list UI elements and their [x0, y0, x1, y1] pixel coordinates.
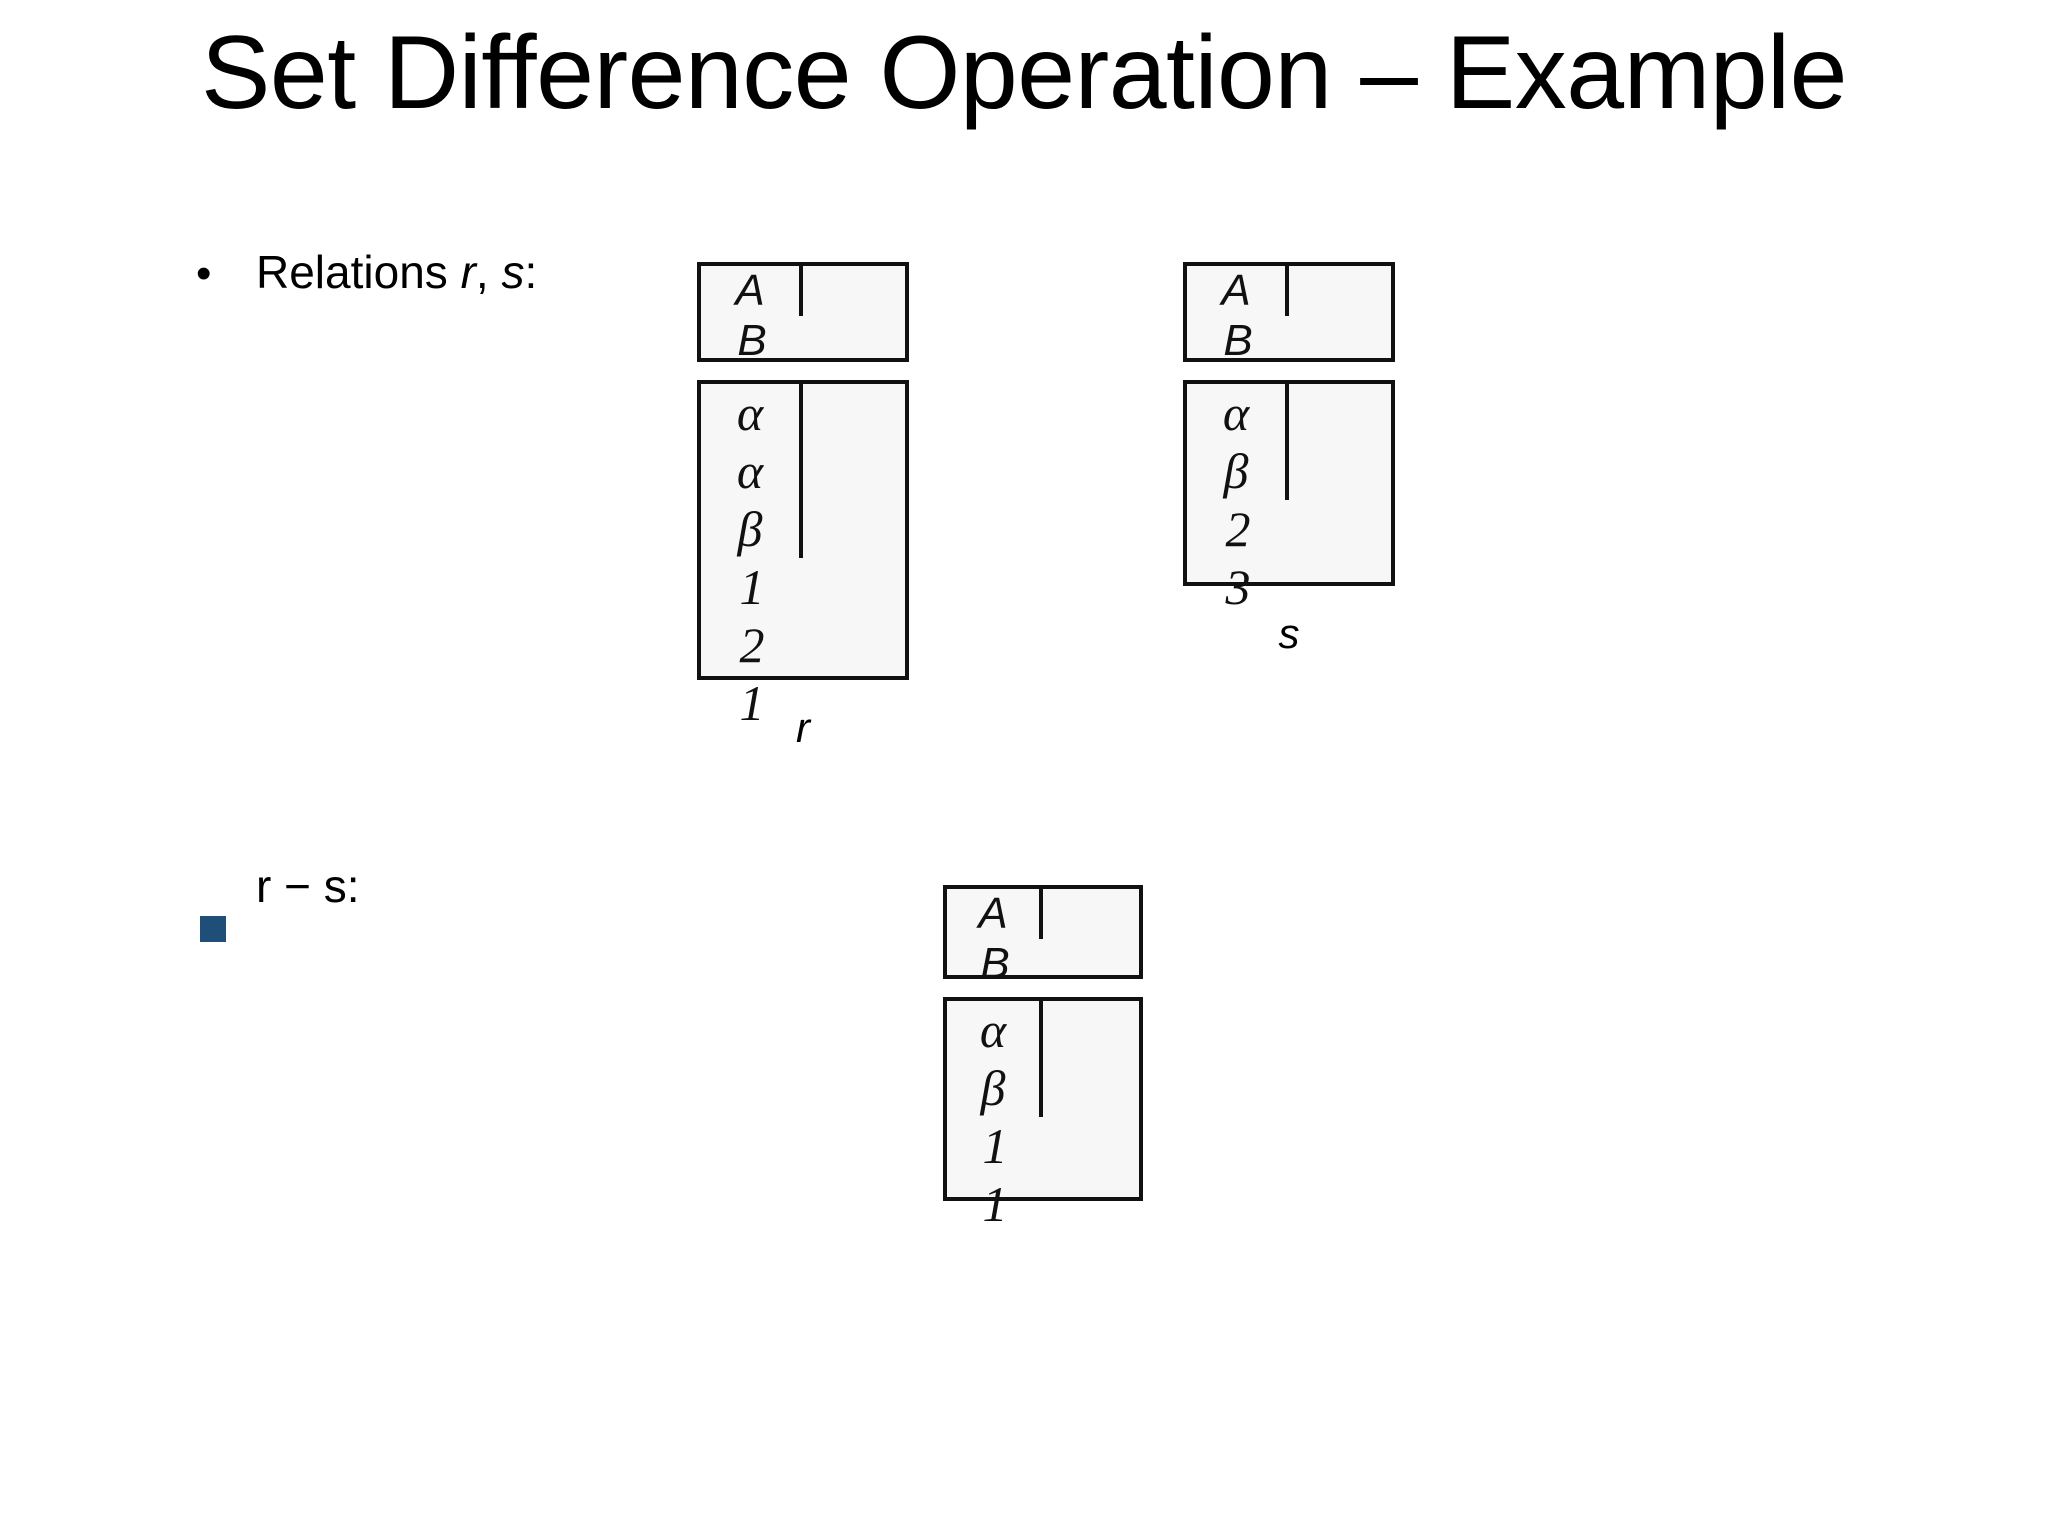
relation-s-body: α β 2 3 — [1183, 380, 1395, 615]
relation-result-cell-b1: 1 — [982, 1176, 1008, 1232]
bullet-relations-separator: , — [475, 246, 502, 298]
relation-result-column-B: 1 1 — [947, 1117, 1043, 1233]
relation-result-header-A: A — [947, 889, 1043, 939]
relation-s-cell-b0: 2 — [1225, 501, 1251, 557]
relation-r-body: α α β 1 2 1 — [697, 380, 909, 731]
relation-r-cell-a0: α — [736, 385, 764, 442]
relation-result-cell-a1: β — [980, 1060, 1006, 1116]
page-title: Set Difference Operation – Example — [201, 15, 1847, 131]
relation-s-column-A: α β — [1187, 384, 1289, 500]
relation-table-result: A B α β 1 1 — [943, 885, 1143, 1232]
relation-result-column-A: α β — [947, 1001, 1043, 1117]
relation-r-cell-b2: 1 — [739, 674, 765, 731]
bullet-relations-prefix: Relations — [256, 246, 461, 298]
relation-s-header-A: A — [1187, 266, 1289, 316]
relation-result-body: α β 1 1 — [943, 997, 1143, 1232]
bullet-relations-text: Relations r, s: — [256, 244, 537, 300]
relation-r-header-A: A — [701, 266, 803, 316]
bullet-set-difference: r − s: — [196, 858, 360, 942]
relation-s-cell-a0: α — [1222, 385, 1250, 441]
relation-table-r: A B α α β 1 2 1 r — [697, 262, 909, 752]
bullet-relations: • Relations r, s: — [196, 244, 537, 302]
relation-s-header: A B — [1183, 262, 1395, 365]
relation-r-cell-a2: β — [737, 500, 763, 557]
relation-r-column-A: α α β — [701, 384, 803, 558]
relation-r-name: r — [460, 246, 476, 298]
bullet-relations-suffix: : — [524, 246, 538, 298]
relation-s-cell-b1: 3 — [1225, 559, 1251, 615]
bullet-set-difference-text: r − s: — [256, 860, 360, 912]
relation-table-s: A B α β 2 3 s — [1183, 262, 1395, 658]
relation-result-cell-a0: α — [979, 1002, 1007, 1058]
relation-r-label: r — [796, 704, 810, 751]
square-bullet-glyph — [200, 916, 226, 942]
relation-r-header-B: B — [737, 316, 767, 365]
relation-s-column-B: 2 3 — [1187, 500, 1289, 616]
relation-result-header: A B — [943, 885, 1143, 988]
relation-s-cell-a1: β — [1223, 443, 1249, 499]
relation-r-column-B: 1 2 1 — [701, 558, 803, 732]
relation-result-header-B: B — [980, 939, 1010, 988]
relation-r-cell-a1: α — [736, 443, 764, 499]
relation-r-cell-b0: 1 — [739, 559, 765, 616]
relation-r-cell-b1: 2 — [739, 617, 765, 673]
relation-s-name: s — [501, 246, 525, 298]
relation-result-cell-b0: 1 — [982, 1118, 1008, 1174]
relation-s-label: s — [1278, 610, 1300, 657]
relation-r-header: A B — [697, 262, 909, 365]
disc-bullet-icon: • — [196, 249, 212, 298]
relation-s-header-B: B — [1223, 316, 1253, 365]
